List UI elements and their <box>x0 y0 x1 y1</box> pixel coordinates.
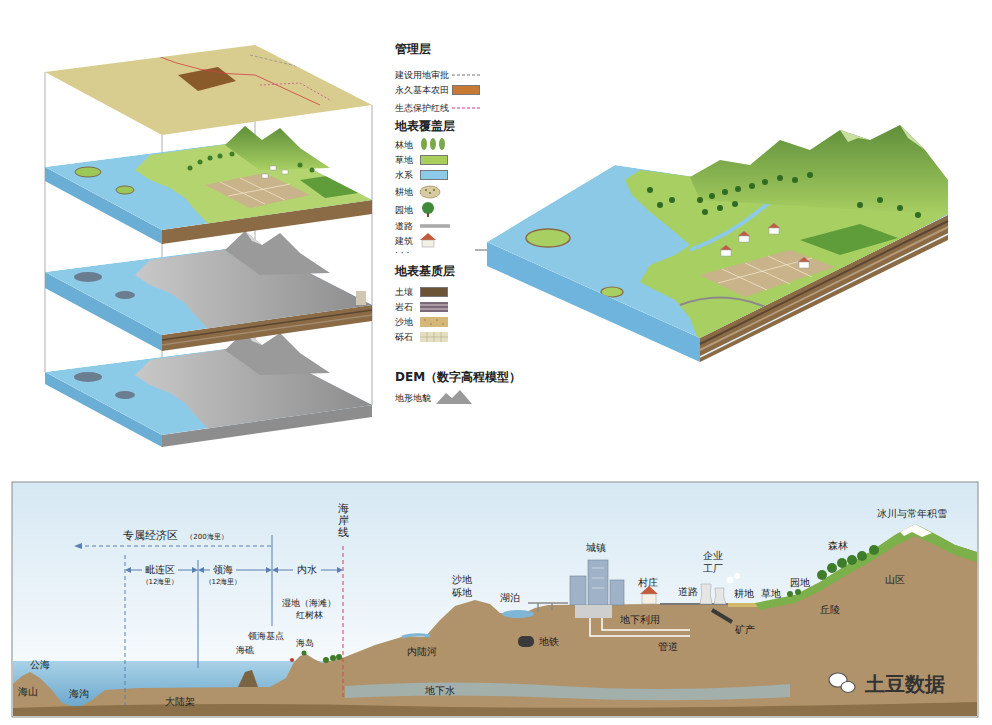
legend-text: 砾石 <box>395 332 413 342</box>
label: 企业 <box>703 550 723 562</box>
label: 沙地 <box>452 574 472 586</box>
legend-text: 林地 <box>395 140 413 150</box>
label: （12海里） <box>142 578 179 586</box>
label: （12海里） <box>205 578 242 586</box>
legend-text: 土壤 <box>395 287 413 297</box>
legend-swatch <box>420 287 448 297</box>
watermark-icon <box>829 673 855 693</box>
label: 山区 <box>885 574 905 586</box>
legend-text: 建筑 <box>395 236 413 246</box>
label: 公海 <box>30 659 50 671</box>
label: 专属经济区 <box>123 530 178 543</box>
label: 城镇 <box>586 542 606 554</box>
legend-text: 地形地貌 <box>395 393 431 403</box>
substrate-layer <box>45 231 380 351</box>
label: 内陆河 <box>407 646 437 658</box>
legend-text: 建设用地审批 <box>395 70 449 80</box>
label: 村庄 <box>638 577 658 589</box>
label: 湿地（海滩） <box>282 598 336 608</box>
label: 大陆架 <box>165 696 195 708</box>
legend-text: 道路 <box>395 221 413 231</box>
label: 管道 <box>658 641 678 653</box>
label: 湖泊 <box>500 592 520 604</box>
label: 红树林 <box>296 610 323 620</box>
label: 丘陵 <box>820 604 840 616</box>
legend-swatch <box>420 155 448 165</box>
label: 毗连区 <box>145 564 175 576</box>
label: 海山 <box>18 686 38 698</box>
label: 地铁 <box>539 636 559 648</box>
label: 海岛 <box>296 638 314 648</box>
label: 工厂 <box>703 563 723 575</box>
label: 森林 <box>828 540 848 552</box>
label: 冰川与常年积雪 <box>877 508 947 520</box>
cross-section <box>12 482 978 717</box>
label: 砾地 <box>452 587 472 599</box>
label: 草地 <box>761 588 781 600</box>
legend-text: 耕地 <box>395 187 413 197</box>
label: 领海 <box>213 564 233 576</box>
label: 海沟 <box>69 688 89 700</box>
terrain-block <box>487 125 955 362</box>
label: 地表覆盖层 <box>395 120 455 134</box>
label: 地下水 <box>425 685 455 697</box>
label: · · · <box>395 248 409 258</box>
zone-lines <box>74 535 343 705</box>
label: 园地 <box>790 577 810 589</box>
legend-text: 沙地 <box>395 317 413 327</box>
legend-text: 草地 <box>395 155 413 165</box>
legend-text: 水系 <box>395 170 413 180</box>
dem-layer <box>45 331 380 447</box>
label: （200海里） <box>186 533 227 541</box>
legend-text: 生态保护红线 <box>395 103 449 113</box>
label: 内水 <box>297 564 317 576</box>
legend-text: 园地 <box>395 205 413 215</box>
label: DEM（数字高程模型） <box>395 371 521 385</box>
label: 矿产 <box>735 624 755 636</box>
label: 海礁 <box>236 645 254 655</box>
label: 地下利用 <box>620 614 660 626</box>
cover-layer <box>45 126 380 244</box>
legend-swatch <box>452 85 480 95</box>
legend-text: 岩石 <box>395 302 413 312</box>
legend-swatch <box>420 170 448 180</box>
label: 耕地 <box>734 588 754 600</box>
label: 领海基点 <box>248 631 284 641</box>
label: 管理层 <box>395 43 431 57</box>
label: 道路 <box>678 586 698 598</box>
legend-text: 永久基本农田 <box>395 85 449 95</box>
label: 地表基质层 <box>395 265 455 279</box>
label: 海岸线 <box>338 503 349 539</box>
watermark: 土豆数据 <box>865 673 945 696</box>
management-layer <box>45 45 372 135</box>
